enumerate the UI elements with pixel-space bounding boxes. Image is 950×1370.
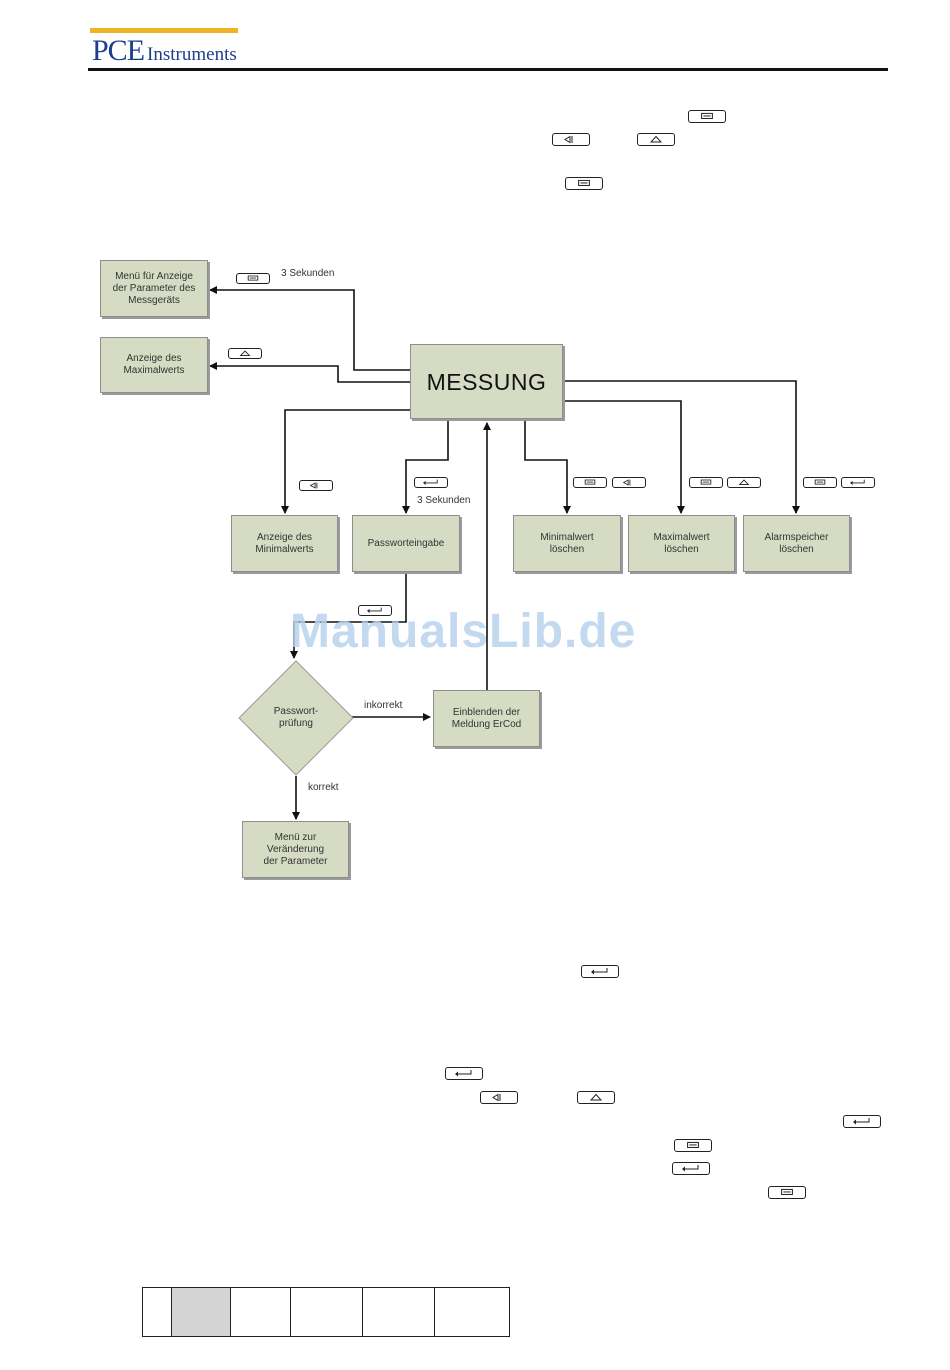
logo-accent-bar: [90, 28, 238, 33]
display-segment-table: [142, 1287, 510, 1337]
left-key-icon: [299, 480, 333, 491]
incorrect-label: inkorrekt: [364, 700, 403, 711]
menu-key-icon: [803, 477, 837, 488]
password-entry-box: Passworteingabe: [352, 515, 460, 572]
enter-key-icon: [358, 605, 392, 616]
enter-key-icon: [672, 1162, 710, 1175]
left-key-icon: [480, 1091, 518, 1104]
menu-key-icon: [565, 177, 603, 190]
messung-main-box: MESSUNG: [410, 344, 563, 419]
menu-key-icon: [768, 1186, 806, 1199]
alarm-memory-clear-box: Alarmspeicher löschen: [743, 515, 850, 572]
enter-key-icon: [581, 965, 619, 978]
three-seconds-label: 3 Sekunden: [417, 495, 471, 506]
table-cell: [231, 1288, 291, 1336]
up-key-icon: [637, 133, 675, 146]
correct-label: korrekt: [308, 782, 339, 793]
menu-key-icon: [689, 477, 723, 488]
enter-key-icon: [445, 1067, 483, 1080]
password-check-label: Passwort- prüfung: [273, 706, 319, 729]
up-key-icon: [228, 348, 262, 359]
menu-key-icon: [688, 110, 726, 123]
left-key-icon: [552, 133, 590, 146]
table-cell: [363, 1288, 435, 1336]
change-parameters-box: Menü zur Veränderung der Parameter: [242, 821, 349, 878]
menu-key-icon: [674, 1139, 712, 1152]
enter-key-icon: [843, 1115, 881, 1128]
error-message-box: Einblenden der Meldung ErCod: [433, 690, 540, 747]
enter-key-icon: [841, 477, 875, 488]
three-seconds-label: 3 Sekunden: [281, 268, 335, 279]
table-cell: [143, 1288, 172, 1336]
table-cell: [291, 1288, 363, 1336]
table-cell-highlighted: [172, 1288, 231, 1336]
enter-key-icon: [414, 477, 448, 488]
min-value-display-box: Anzeige des Minimalwerts: [231, 515, 338, 572]
max-value-clear-box: Maximalwert löschen: [628, 515, 735, 572]
logo-sub-text: Instruments: [147, 44, 237, 65]
manualslib-watermark: ManualsLib.de: [290, 605, 637, 658]
menu-key-icon: [236, 273, 270, 284]
up-key-icon: [577, 1091, 615, 1104]
table-cell: [435, 1288, 509, 1336]
menu-parameter-display-box: Menü für Anzeige der Parameter des Messg…: [100, 260, 208, 317]
logo-main-text: PCE: [92, 34, 145, 67]
min-value-clear-box: Minimalwert löschen: [513, 515, 621, 572]
left-key-icon: [612, 477, 646, 488]
header-divider: [88, 68, 888, 71]
up-key-icon: [727, 477, 761, 488]
max-value-display-box: Anzeige des Maximalwerts: [100, 337, 208, 393]
menu-key-icon: [573, 477, 607, 488]
